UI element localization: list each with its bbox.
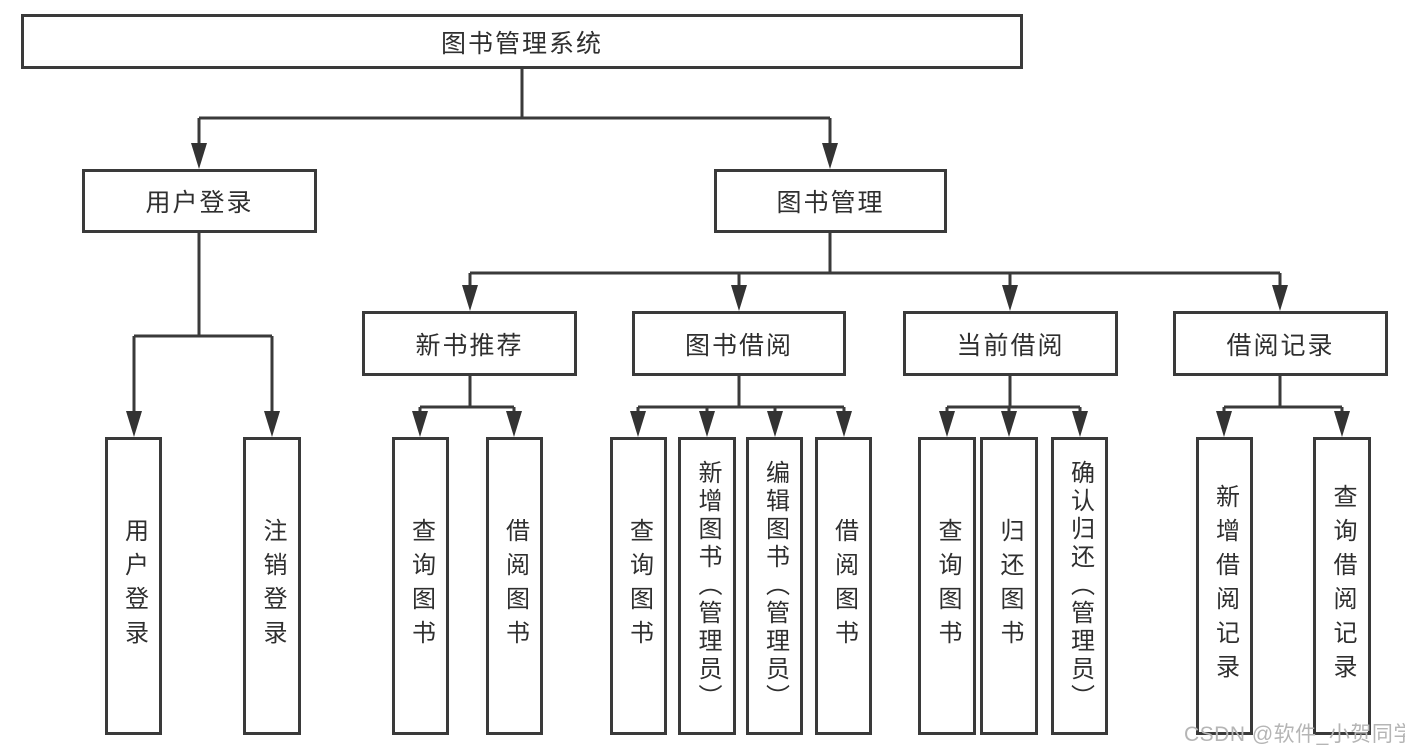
- leaf-query-borrow-record: 查询借阅记录: [1313, 437, 1371, 735]
- leaf-query-books-current: 查询图书: [918, 437, 976, 735]
- leaf-add-book-admin: 新增图书（管理员）: [678, 437, 736, 735]
- leaf-user-login: 用户登录: [105, 437, 162, 735]
- leaf-return-books: 归还图书: [980, 437, 1038, 735]
- node-borrow-records: 借阅记录: [1173, 311, 1388, 376]
- leaf-edit-book-admin: 编辑图书（管理员）: [746, 437, 803, 735]
- node-book-management: 图书管理: [714, 169, 947, 233]
- node-root: 图书管理系统: [21, 14, 1023, 69]
- leaf-confirm-return-admin: 确认归还（管理员）: [1051, 437, 1108, 735]
- leaf-borrow-books-borrow: 借阅图书: [815, 437, 872, 735]
- leaf-logout: 注销登录: [243, 437, 301, 735]
- leaf-query-books-recommend: 查询图书: [392, 437, 449, 735]
- csdn-watermark: CSDN @软件_小贺同学: [1184, 723, 1405, 746]
- node-new-book-recommend: 新书推荐: [362, 311, 577, 376]
- leaf-borrow-books-recommend: 借阅图书: [486, 437, 543, 735]
- leaf-query-books-borrow: 查询图书: [610, 437, 667, 735]
- node-book-borrow: 图书借阅: [632, 311, 846, 376]
- node-current-borrow: 当前借阅: [903, 311, 1118, 376]
- node-user-login: 用户登录: [82, 169, 317, 233]
- leaf-add-borrow-record: 新增借阅记录: [1196, 437, 1253, 735]
